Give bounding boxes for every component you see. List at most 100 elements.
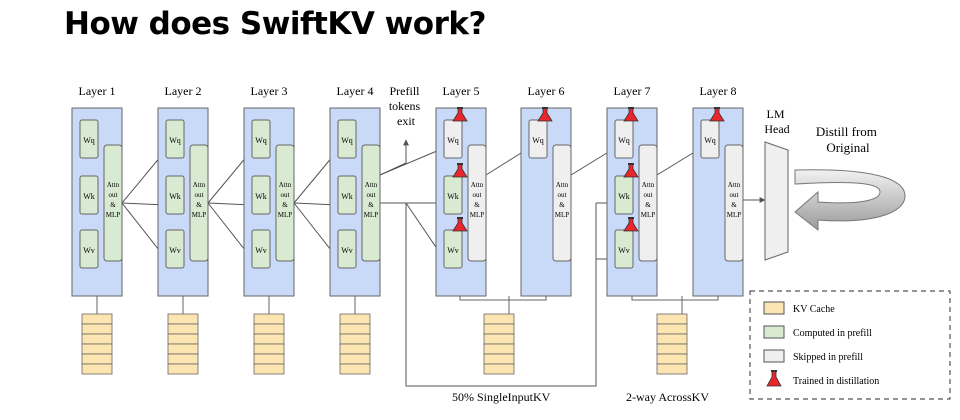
kv-cache-stack	[339, 313, 371, 375]
distill-arc-arrow	[794, 169, 906, 232]
weight-wq-label: Wq	[169, 136, 181, 145]
weight-wv	[251, 229, 271, 269]
weight-wq-label: Wq	[255, 136, 267, 145]
attn-mlp-block	[103, 144, 123, 262]
legend-kv-cache-label: KV Cache	[793, 304, 835, 315]
weight-wv-label: Wv	[341, 246, 353, 255]
weight-wk-label: Wk	[341, 192, 353, 201]
single-input-kv-label: 50% SingleInputKV	[452, 390, 551, 404]
weight-wv-label: Wv	[255, 246, 267, 255]
kv-cache-stack	[167, 313, 199, 375]
layer-label: Layer 2	[165, 84, 202, 98]
legend-computed-label: Computed in prefill	[793, 328, 872, 339]
weight-wv	[165, 229, 185, 269]
attn-mlp-block	[361, 144, 381, 262]
weight-wv	[614, 229, 634, 269]
attn-mlp-block	[189, 144, 209, 262]
weight-wk-label: Wk	[169, 192, 181, 201]
weight-wk	[251, 175, 271, 215]
weight-wq	[443, 119, 463, 159]
legend-skipped-label: Skipped in prefill	[793, 352, 863, 363]
flask-icon	[452, 107, 468, 122]
weight-wk-label: Wk	[83, 192, 95, 201]
weight-wv	[443, 229, 463, 269]
lm-head-block	[764, 141, 789, 261]
weight-wq-label: Wq	[704, 136, 716, 145]
weight-wk	[443, 175, 463, 215]
weight-wk-label: Wk	[447, 192, 459, 201]
weight-wk	[614, 175, 634, 215]
flask-icon	[709, 107, 725, 122]
legend-trained-label: Trained in distillation	[793, 376, 879, 387]
weight-wk-label: Wk	[255, 192, 267, 201]
attn-mlp-block	[552, 144, 572, 262]
distill-label: Distill from Original	[816, 124, 880, 155]
weight-wq	[251, 119, 271, 159]
weight-wk	[79, 175, 99, 215]
legend: KV Cache Computed in prefill Skipped in …	[749, 290, 951, 400]
weight-wq-label: Wq	[341, 136, 353, 145]
flask-icon	[537, 107, 553, 122]
kv-cache-stack	[656, 313, 688, 375]
flask-icon	[623, 217, 639, 232]
flask-icon	[623, 107, 639, 122]
page-title: How does SwiftKV work?	[64, 6, 486, 42]
flow-arrow	[379, 147, 445, 176]
layer-label: Layer 5	[443, 84, 480, 98]
across-kv-label: 2-way AcrossKV	[626, 390, 709, 404]
weight-wv-label: Wv	[169, 246, 181, 255]
flask-icon	[623, 163, 639, 178]
kv-cache-stack	[253, 313, 285, 375]
attn-mlp-block	[275, 144, 295, 262]
kv-cache-stack	[483, 313, 515, 375]
lm-head-label: LM Head	[764, 107, 789, 136]
weight-wk	[337, 175, 357, 215]
attn-mlp-block	[724, 144, 744, 262]
flask-icon	[452, 217, 468, 232]
weight-wq	[79, 119, 99, 159]
flask-icon	[452, 163, 468, 178]
weight-wv-label: Wv	[618, 246, 630, 255]
weight-wq	[528, 119, 548, 159]
prefill-exit-label: Prefill tokens exit	[389, 84, 423, 128]
weight-wq	[165, 119, 185, 159]
weight-wv	[337, 229, 357, 269]
flask-icon	[766, 370, 782, 387]
attn-mlp-block	[467, 144, 487, 262]
layer-label: Layer 8	[700, 84, 737, 98]
weight-wq	[337, 119, 357, 159]
legend-computed-swatch	[763, 325, 785, 339]
weight-wv	[79, 229, 99, 269]
legend-kv-cache-swatch	[763, 301, 785, 315]
layer-label: Layer 7	[614, 84, 651, 98]
weight-wq	[614, 119, 634, 159]
weight-wq-label: Wq	[532, 136, 544, 145]
weight-wv-label: Wv	[83, 246, 95, 255]
layer-label: Layer 6	[528, 84, 565, 98]
kv-cache-stack	[81, 313, 113, 375]
weight-wq-label: Wq	[447, 136, 459, 145]
legend-skipped-swatch	[763, 349, 785, 363]
weight-wk	[165, 175, 185, 215]
weight-wq	[700, 119, 720, 159]
weight-wk-label: Wk	[618, 192, 630, 201]
layer-label: Layer 3	[251, 84, 288, 98]
weight-wq-label: Wq	[83, 136, 95, 145]
